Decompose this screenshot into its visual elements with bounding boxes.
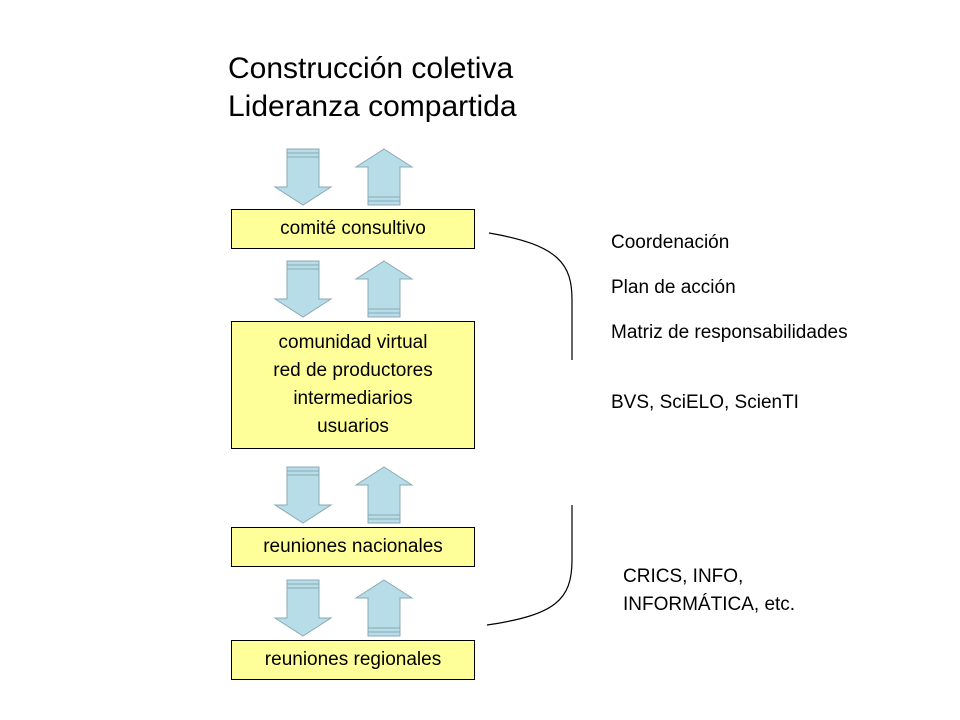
down-arrow-icon — [274, 466, 332, 524]
note-crics-line-1: CRICS, INFO, — [623, 566, 744, 587]
down-arrow-icon — [274, 260, 332, 318]
note-matriz: Matriz de responsabilidades — [611, 322, 848, 343]
up-arrow-icon — [355, 579, 413, 637]
note-coordenacion: Coordenación — [611, 232, 730, 253]
diagram-title: Construcción coletiva Lideranza comparti… — [228, 50, 517, 126]
upper-bracket-curve — [488, 232, 573, 360]
down-arrow-icon — [274, 148, 332, 206]
box-comunidad-virtual: comunidad virtual red de productores int… — [231, 321, 475, 449]
box-label: reuniones regionales — [264, 649, 442, 670]
note-plan-de-accion: Plan de acción — [611, 277, 736, 298]
note-crics-line-2: INFORMÁTICA, etc. — [623, 594, 796, 615]
note-bvs-scielo: BVS, SciELO, ScienTI — [611, 392, 799, 413]
note-crics: CRICS, INFO, INFORMÁTICA, etc. — [623, 563, 795, 619]
box-reuniones-regionales: reuniones regionales — [231, 640, 475, 680]
box-label-line: usuarios — [317, 416, 389, 437]
box-label-line: comunidad virtual — [278, 332, 428, 353]
up-arrow-icon — [355, 148, 413, 206]
up-arrow-icon — [355, 466, 413, 524]
box-reuniones-nacionales: reuniones nacionales — [231, 527, 475, 567]
box-label: reuniones nacionales — [263, 536, 443, 557]
box-label-line: intermediarios — [293, 388, 413, 409]
up-arrow-icon — [355, 260, 413, 318]
box-label-line: red de productores — [273, 360, 433, 381]
lower-bracket-curve — [486, 505, 573, 626]
title-line-2: Lideranza compartida — [228, 90, 517, 123]
down-arrow-icon — [274, 579, 332, 637]
title-line-1: Construcción coletiva — [228, 52, 514, 85]
box-comite-consultivo: comité consultivo — [231, 209, 475, 249]
box-label: comité consultivo — [280, 218, 426, 239]
